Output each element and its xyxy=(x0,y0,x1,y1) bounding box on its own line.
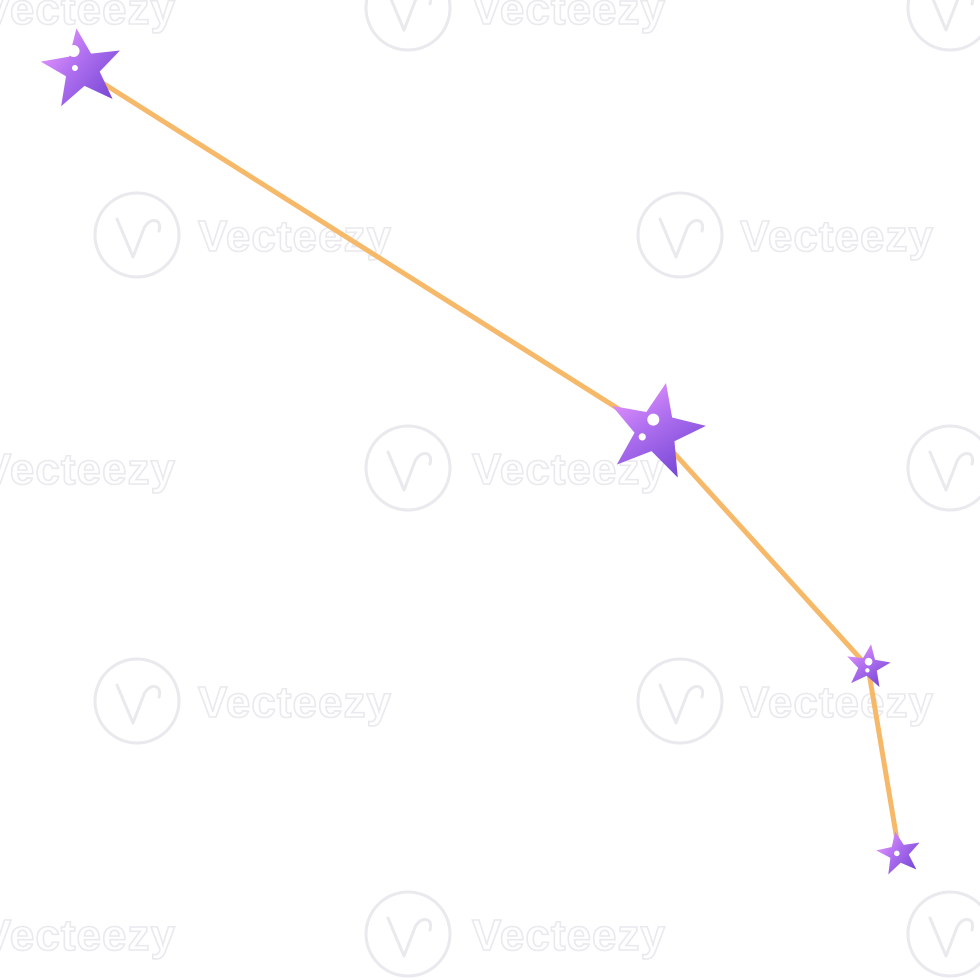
watermark-text: Vecteezy xyxy=(472,0,666,34)
watermark: Vecteezy xyxy=(93,657,392,745)
watermark-text: Vecteezy xyxy=(0,0,176,34)
watermark: Vecteezy xyxy=(364,0,666,52)
watermark-text: Vecteezy xyxy=(198,678,392,727)
vecteezy-logo-icon xyxy=(364,424,452,512)
vecteezy-logo-icon xyxy=(93,657,181,745)
watermark-text: Vecteezy xyxy=(0,445,176,494)
constellation-lines xyxy=(79,67,902,855)
vecteezy-logo-icon xyxy=(636,191,724,279)
star-icon xyxy=(876,831,920,875)
constellation-stars xyxy=(40,28,920,875)
watermark: Vecteezy xyxy=(0,424,980,512)
watermark-text: Vecteezy xyxy=(740,212,934,261)
star-icon xyxy=(847,644,891,688)
watermark: Vecteezy xyxy=(636,657,934,745)
watermark: Vecteezy xyxy=(364,890,666,978)
watermark-text: Vecteezy xyxy=(472,911,666,960)
vecteezy-logo-icon xyxy=(906,0,980,52)
watermark-text: Vecteezy xyxy=(740,678,934,727)
watermark: Vecteezy xyxy=(364,424,666,512)
vecteezy-logo-icon xyxy=(364,0,452,52)
star-icon xyxy=(40,28,120,107)
vecteezy-logo-icon xyxy=(906,890,980,978)
constellation-line xyxy=(652,429,871,670)
star-icon xyxy=(612,383,706,478)
watermark: Vecteezy xyxy=(636,191,934,279)
vecteezy-logo-icon xyxy=(906,424,980,512)
watermark: Vecteezy xyxy=(93,191,392,279)
vecteezy-logo-icon xyxy=(636,657,724,745)
constellation-line xyxy=(79,67,658,435)
watermark-text: Vecteezy xyxy=(0,911,176,960)
vecteezy-logo-icon xyxy=(93,191,181,279)
watermark-text: Vecteezy xyxy=(198,212,392,261)
watermark: Vecteezy xyxy=(0,0,980,52)
watermark: Vecteezy xyxy=(0,890,980,978)
vecteezy-logo-icon xyxy=(364,890,452,978)
constellation-line xyxy=(865,664,902,855)
